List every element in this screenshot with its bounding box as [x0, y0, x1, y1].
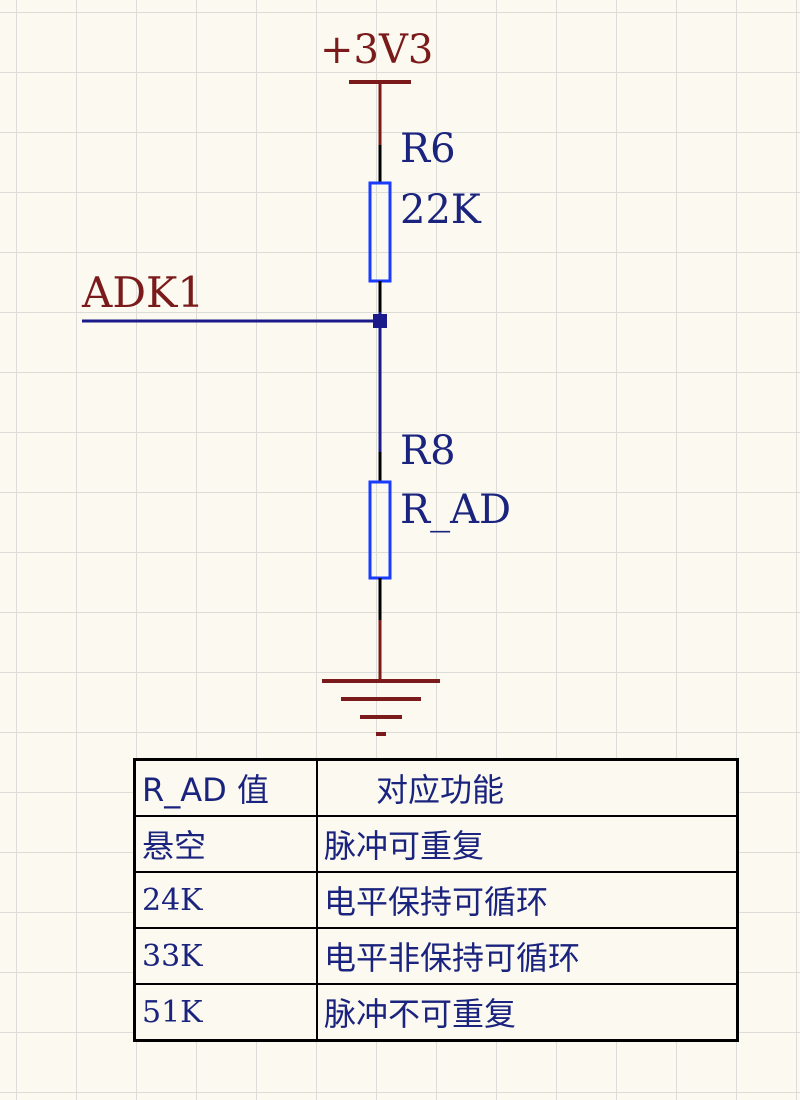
table-cell-function: 脉冲可重复: [316, 815, 739, 873]
table-cell-function: 脉冲不可重复: [316, 983, 739, 1042]
table-cell-value: 33K: [133, 927, 318, 985]
table-cell-value: 24K: [133, 871, 318, 929]
table-row: 24K 电平保持可循环: [133, 871, 739, 929]
table-cell-function: 电平非保持可循环: [316, 927, 739, 985]
net-label: ADK1: [81, 268, 204, 317]
r6-value: 22K: [400, 187, 482, 233]
table-row: 51K 脉冲不可重复: [133, 983, 739, 1042]
table-row: 33K 电平非保持可循环: [133, 927, 739, 985]
resistor-r8: [368, 480, 392, 580]
schematic: +3V3 R6 22K ADK1 R8 R_AD: [81, 27, 511, 736]
junction-dot: [373, 314, 387, 328]
table-cell-value: 51K: [133, 983, 318, 1042]
r6-ref: R6: [400, 126, 456, 172]
power-label: +3V3: [320, 27, 433, 73]
table-cell-function: 电平保持可循环: [316, 871, 739, 929]
table-header-cell: 对应功能: [316, 758, 739, 817]
table-header-cell: R_AD 值: [133, 758, 318, 817]
table-row: 悬空 脉冲可重复: [133, 815, 739, 873]
r8-ref: R8: [400, 428, 456, 474]
function-table: R_AD 值 对应功能 悬空 脉冲可重复 24K 电平保持可循环 33K 电平非…: [133, 758, 739, 1042]
table-cell-value: 悬空: [133, 815, 318, 873]
resistor-r6: [368, 181, 392, 283]
table-header-row: R_AD 值 对应功能: [133, 758, 739, 817]
r8-value: R_AD: [400, 487, 511, 533]
